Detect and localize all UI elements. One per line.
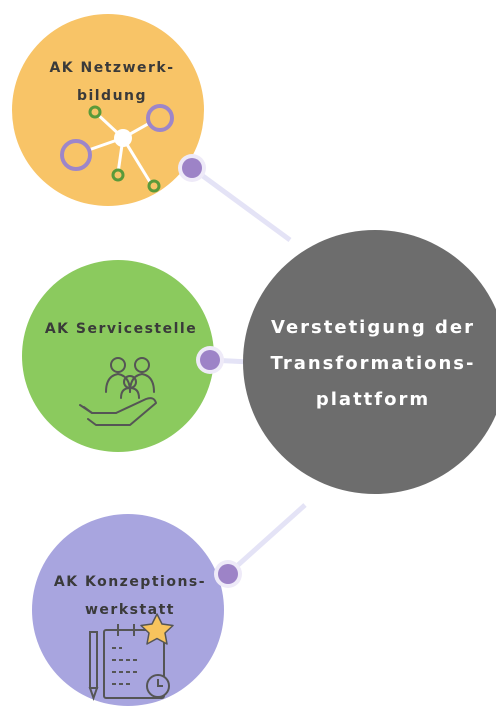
node-top-label-line2: bildung (76, 88, 148, 104)
node-middle-circle (22, 260, 214, 452)
connector-top (190, 165, 292, 243)
center-label-line2: Transformations- (270, 353, 476, 374)
node-bottom-label: AK Konzeptions- werkstatt (40, 568, 220, 624)
node-top-label: AK Netzwerk- bildung (32, 54, 192, 110)
connector-dot-bottom-inner (218, 564, 238, 584)
planner-star-icon (88, 613, 174, 702)
network-icon (60, 104, 174, 193)
center-circle (243, 230, 496, 494)
center-label-line3: plattform (315, 389, 431, 410)
connector-dot-top-inner (182, 158, 202, 178)
node-middle-label-line1: AK Servicestelle (44, 321, 198, 337)
node-top-circle (12, 14, 204, 206)
node-bottom-circle (32, 514, 224, 706)
connector-dot-middle-inner (200, 350, 220, 370)
node-bottom-label-line2: werkstatt (84, 602, 175, 618)
center-label-line1: Verstetigung der (271, 317, 475, 338)
hand-people-icon (79, 357, 157, 426)
connector-bottom (226, 503, 307, 576)
center-label: Verstetigung der Transformations- plattf… (250, 310, 496, 418)
node-middle-label: AK Servicestelle (30, 318, 212, 340)
node-bottom-label-line1: AK Konzeptions- (53, 574, 207, 590)
node-top-label-line1: AK Netzwerk- (49, 60, 175, 76)
